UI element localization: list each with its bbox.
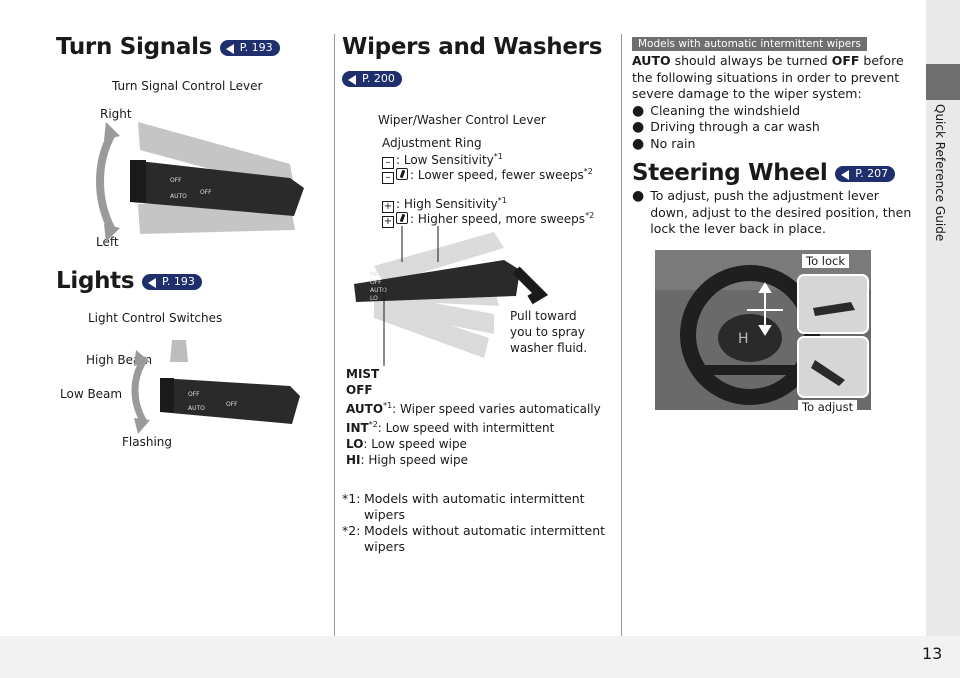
adjust-arrows-icon (747, 282, 783, 336)
svg-text:LO: LO (370, 295, 378, 302)
auto-note: AUTO should always be turned OFF before … (632, 53, 912, 152)
left-label: Left (96, 235, 119, 249)
list-item: ●Cleaning the windshield (632, 102, 801, 119)
low-sensitivity-row: –: Low Sensitivity*1 (382, 149, 503, 169)
wiper-control-label: Wiper/Washer Control Lever (378, 113, 546, 127)
svg-text:OFF: OFF (226, 401, 238, 408)
light-lever-main: OFF AUTO OFF (160, 378, 300, 424)
sidebar (926, 0, 960, 636)
bullet-icon: ● (632, 102, 645, 119)
wheel-hub (718, 314, 782, 362)
models-tag: Models with automatic intermittent wiper… (632, 37, 868, 51)
svg-text:AUTO: AUTO (188, 405, 205, 412)
steering-page-ref[interactable]: P. 207 (835, 165, 896, 182)
bullet-icon: ● (632, 188, 645, 204)
turn-signal-control-label: Turn Signal Control Lever (112, 79, 263, 93)
steering-heading: Steering Wheel P. 207 (632, 160, 896, 186)
turn-signal-arc (96, 130, 116, 234)
pull-toward-text: Pull toward you to spray washer fluid. (510, 309, 588, 355)
page-number: 13 (922, 644, 943, 663)
sidebar-tab-marker[interactable] (926, 64, 960, 100)
list-item: ●No rain (632, 135, 696, 152)
minus-key-icon: – (382, 172, 394, 184)
to-adjust-label: To adjust (798, 400, 858, 414)
pull-arrow-icon (512, 266, 549, 305)
bullet-icon: ● (632, 119, 645, 135)
svg-text:AUTO: AUTO (370, 287, 387, 294)
lights-heading: Lights P. 193 (56, 268, 202, 294)
wiper-double-icon (396, 212, 408, 224)
column-divider-1 (334, 34, 335, 636)
right-label: Right (100, 107, 132, 121)
wiper-single-icon (396, 168, 408, 180)
wheel-rim (680, 265, 820, 405)
adjustment-ring-label: Adjustment Ring (382, 136, 482, 150)
footer-band (0, 636, 960, 678)
arrow-up-icon (134, 350, 150, 366)
low-beam-label: Low Beam (60, 387, 123, 401)
steering-wheel-illustration: H (655, 250, 871, 410)
to-lock-inset (797, 274, 869, 334)
plus-key-icon: + (382, 216, 394, 228)
steering-wheel-photo: H (655, 250, 871, 410)
turn-signals-heading: Turn Signals P. 193 (56, 34, 280, 60)
light-lever-illustration: OFF AUTO OFF (131, 340, 300, 434)
lever-main: OFF AUTO OFF (130, 160, 304, 216)
svg-text:OFF: OFF (188, 391, 200, 398)
minus-key-icon: – (382, 157, 394, 169)
turn-signals-page-ref[interactable]: P. 193 (219, 39, 280, 56)
higher-speed-row: +: Higher speed, more sweeps*2 (382, 211, 595, 228)
svg-text:AUTO: AUTO (170, 193, 187, 200)
wiper-lever-main: MIST OFF AUTO LO (354, 260, 520, 302)
svg-text:OFF: OFF (200, 189, 212, 196)
flashing-label: Flashing (122, 435, 173, 449)
svg-text:H: H (738, 331, 749, 347)
arrow-down-icon (134, 418, 150, 434)
lights-page-ref[interactable]: P. 193 (141, 273, 202, 290)
wipers-page-ref[interactable]: P. 200 (342, 70, 402, 87)
bullet-icon: ● (632, 135, 645, 152)
to-adjust-inset (797, 336, 869, 398)
svg-text:OFF: OFF (370, 279, 382, 286)
column-divider-2 (621, 34, 622, 636)
wiper-lever-illustration: MIST OFF AUTO LO (354, 226, 549, 366)
wipers-heading: Wipers and Washers (342, 34, 603, 60)
turn-signal-lever-illustration: OFF AUTO OFF (96, 122, 304, 242)
flash-arc (131, 356, 148, 426)
high-sensitivity-row: +: High Sensitivity*1 (382, 196, 507, 213)
steering-instructions: ● To adjust, push the adjustment lever d… (632, 188, 912, 236)
list-item: ●Driving through a car wash (632, 119, 820, 135)
light-control-label: Light Control Switches (88, 311, 223, 325)
plus-key-icon: + (382, 201, 394, 213)
arrow-up-icon (104, 122, 120, 140)
svg-text:OFF: OFF (170, 177, 182, 184)
to-lock-label: To lock (802, 254, 849, 268)
wiper-modes-list: MIST OFF AUTO*1: Wiper speed varies auto… (346, 367, 601, 467)
footnotes: *1:Models with automatic intermittent wi… (342, 491, 606, 554)
lower-speed-row: –: Lower speed, fewer sweeps*2 (382, 164, 593, 184)
svg-text:MIST: MIST (370, 271, 385, 278)
high-beam-arrow (170, 340, 188, 362)
arrow-down-icon (104, 224, 120, 242)
sidebar-label: Quick Reference Guide (933, 104, 947, 242)
